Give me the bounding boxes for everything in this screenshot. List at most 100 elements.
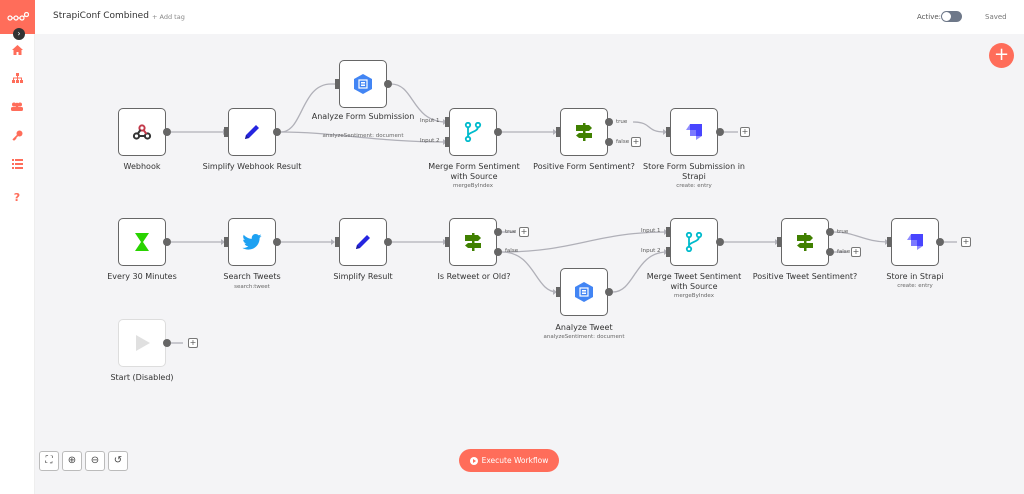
wire-simplify-analyze (280, 83, 335, 133)
sidebar: › ? (0, 0, 35, 494)
list-icon[interactable] (10, 157, 24, 171)
output-port[interactable] (494, 128, 502, 136)
add-node-button[interactable]: + (631, 137, 641, 147)
node-label: Start (Disabled) (110, 373, 174, 382)
node-positive-form-sentiment[interactable] (560, 108, 608, 156)
output-port[interactable] (716, 128, 724, 136)
node-is-retweet-or-old[interactable] (449, 218, 497, 266)
google-nl-icon (575, 282, 593, 302)
input-1-label: Input 1 (420, 118, 440, 124)
toggle-knob (942, 12, 951, 21)
node-label: Search Tweets (223, 272, 281, 281)
output-port[interactable] (163, 339, 171, 347)
node-label: Every 30 Minutes (107, 272, 177, 281)
input-port[interactable] (556, 287, 560, 297)
workflow-name[interactable]: StrapiConf Combined (53, 11, 149, 21)
node-subtitle: mergeByIndex (674, 293, 714, 299)
output-port[interactable] (605, 288, 613, 296)
input-1-label: Input 1 (641, 228, 661, 234)
help-icon[interactable]: ? (13, 190, 21, 204)
zoom-out-button[interactable]: ⊖ (85, 451, 105, 471)
add-node-button[interactable]: + (188, 338, 198, 348)
add-node-button[interactable]: + (851, 247, 861, 257)
input-port[interactable] (335, 79, 339, 89)
add-node-button[interactable]: + (961, 237, 971, 247)
input-port-2[interactable] (445, 137, 449, 147)
network-icon[interactable] (10, 71, 24, 85)
node-subtitle: create: entry (897, 283, 933, 289)
workflow-canvas[interactable]: Webhook Simplify Webhook Result Analyze … (35, 34, 1024, 494)
logo-icon (6, 12, 29, 21)
add-node-fab[interactable]: + (989, 43, 1014, 68)
wire-positive2-store (833, 231, 888, 243)
if-signpost-icon (465, 233, 481, 251)
true-label: true (505, 229, 517, 235)
key-icon[interactable] (10, 128, 24, 142)
output-port[interactable] (273, 238, 281, 246)
node-search-tweets[interactable] (228, 218, 276, 266)
node-positive-tweet-sentiment[interactable] (781, 218, 829, 266)
output-port[interactable] (936, 238, 944, 246)
node-store-in-strapi[interactable] (891, 218, 939, 266)
false-label: false (616, 139, 630, 145)
wire-analyze-merge2 (612, 251, 668, 293)
node-store-form-in-strapi[interactable] (670, 108, 718, 156)
input-2-label: Input 2 (641, 248, 661, 254)
pencil-icon (245, 125, 259, 139)
input-port[interactable] (556, 127, 560, 137)
input-port-2[interactable] (666, 247, 670, 257)
node-every-30-minutes[interactable] (118, 218, 166, 266)
false-output-port[interactable] (494, 248, 502, 256)
true-output-port[interactable] (605, 118, 613, 126)
node-simplify-result[interactable] (339, 218, 387, 266)
false-output-port[interactable] (605, 138, 613, 146)
input-port[interactable] (224, 127, 228, 137)
output-port[interactable] (163, 238, 171, 246)
merge-icon (464, 122, 482, 142)
false-output-port[interactable] (826, 248, 834, 256)
node-webhook[interactable] (118, 108, 166, 156)
true-output-port[interactable] (826, 228, 834, 236)
home-icon[interactable] (10, 43, 24, 57)
node-analyze-form-submission[interactable] (339, 60, 387, 108)
google-nl-icon (354, 74, 372, 94)
input-port[interactable] (777, 237, 781, 247)
output-port[interactable] (163, 128, 171, 136)
add-tag-link[interactable]: + Add tag (152, 13, 185, 21)
node-merge-form-sentiment[interactable] (449, 108, 497, 156)
output-port[interactable] (384, 238, 392, 246)
sidebar-collapse-button[interactable]: › (13, 28, 25, 40)
play-circle-icon (469, 456, 478, 465)
input-port[interactable] (335, 237, 339, 247)
reset-zoom-button[interactable]: ↺ (108, 451, 128, 471)
node-simplify-webhook-result[interactable] (228, 108, 276, 156)
true-output-port[interactable] (494, 228, 502, 236)
add-node-button[interactable]: + (740, 127, 750, 137)
output-port[interactable] (273, 128, 281, 136)
strapi-icon (907, 234, 923, 250)
output-port[interactable] (716, 238, 724, 246)
merge-icon (685, 232, 703, 252)
zoom-in-button[interactable]: ⊕ (62, 451, 82, 471)
execute-workflow-button[interactable]: Execute Workflow (459, 449, 559, 472)
input-port[interactable] (666, 127, 670, 137)
input-port-1[interactable] (445, 117, 449, 127)
input-port[interactable] (887, 237, 891, 247)
node-label: Analyze Form Submission (311, 112, 415, 121)
node-analyze-tweet[interactable] (560, 268, 608, 316)
input-port-1[interactable] (666, 227, 670, 237)
output-port[interactable] (384, 80, 392, 88)
node-label: Simplify Result (333, 272, 393, 281)
node-merge-tweet-sentiment[interactable] (670, 218, 718, 266)
zoom-to-fit-button[interactable]: ⛶ (39, 451, 59, 471)
add-node-button[interactable]: + (519, 227, 529, 237)
active-toggle[interactable] (941, 11, 962, 22)
input-2-label: Input 2 (420, 138, 440, 144)
input-port[interactable] (445, 237, 449, 247)
node-start-disabled[interactable] (118, 319, 166, 367)
users-icon[interactable] (10, 99, 24, 113)
node-label: Is Retweet or Old? (437, 272, 511, 281)
true-label: true (616, 119, 628, 125)
input-port[interactable] (224, 237, 228, 247)
node-label: Merge Tweet Sentiment with Source (646, 272, 742, 291)
